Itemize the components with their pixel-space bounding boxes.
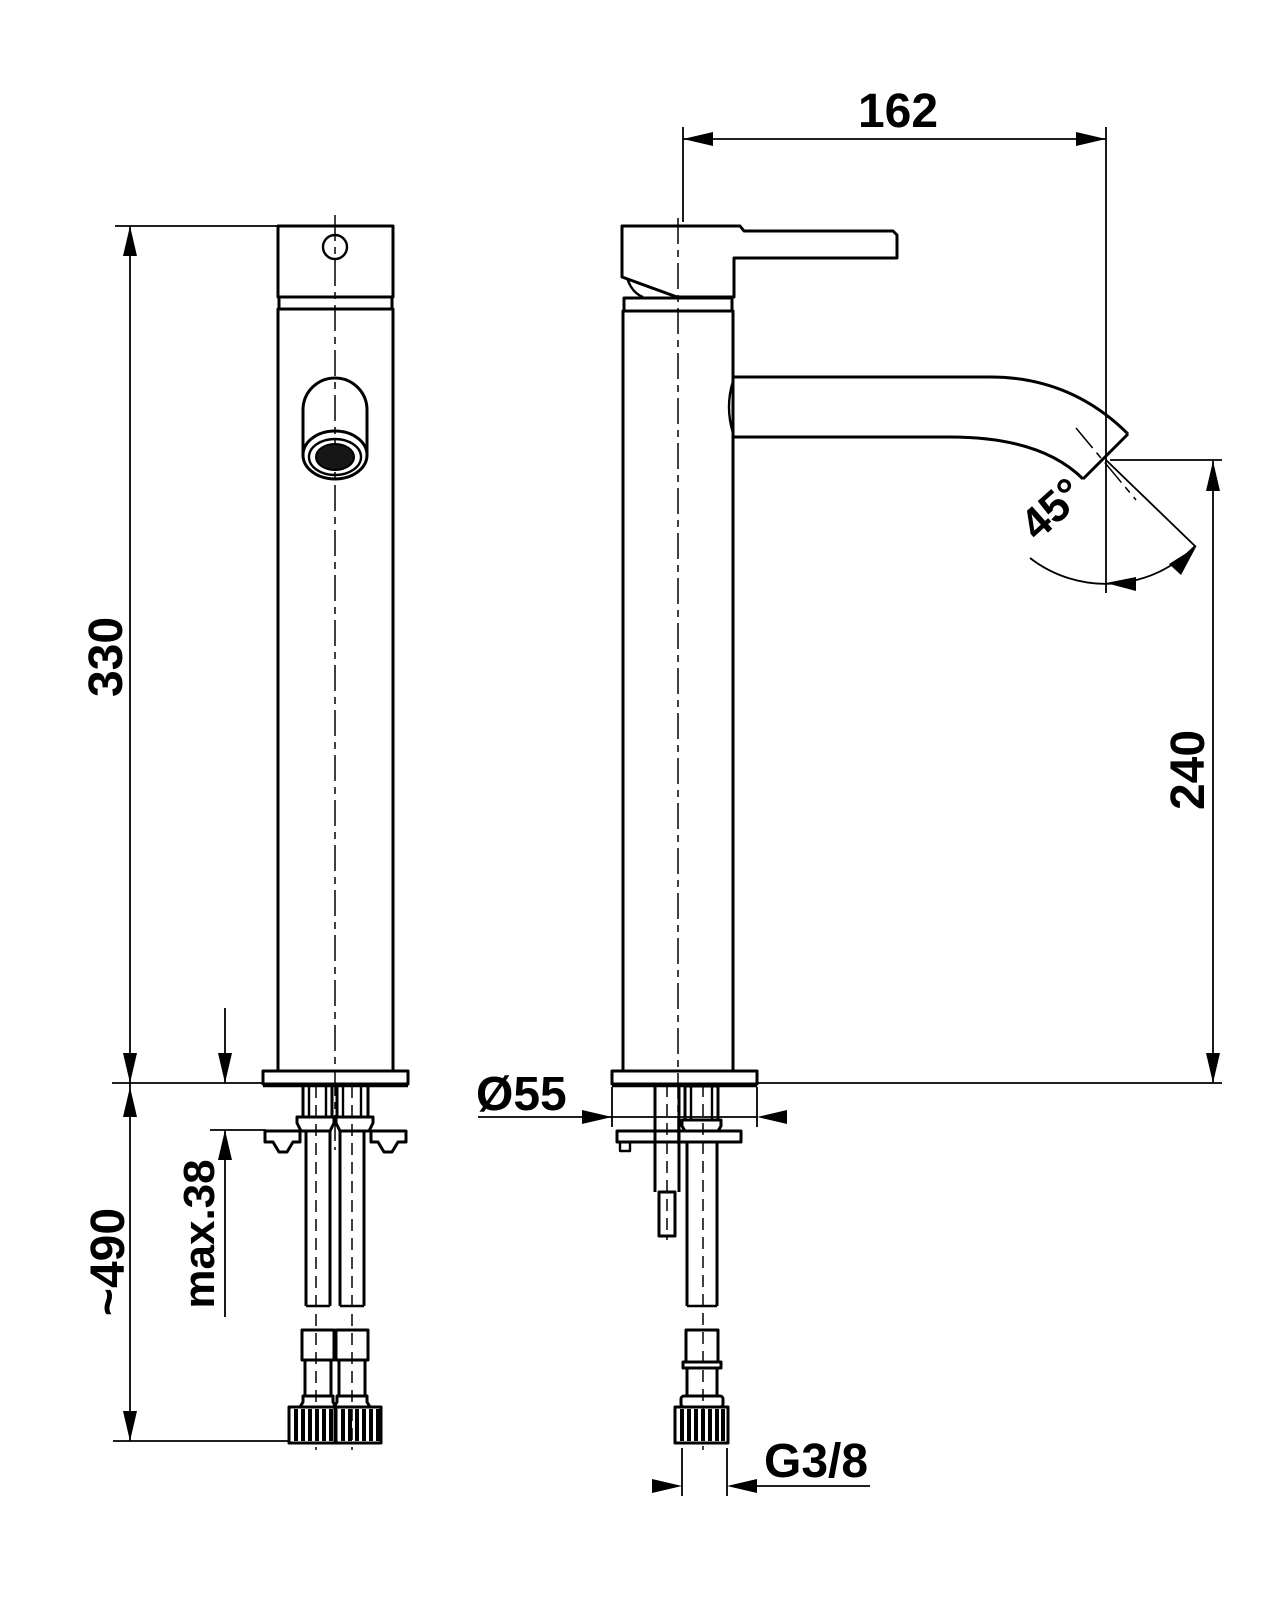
dim-label-body-height: 330 (80, 617, 133, 697)
knurled-nut-side (673, 1405, 730, 1445)
arrow-up-icon (1206, 461, 1220, 491)
base-flange-side (610, 1069, 759, 1086)
cap-screw-icon (321, 233, 349, 261)
hose-connector-side (684, 1328, 720, 1364)
arrow-left-icon (757, 1110, 787, 1124)
side-view (610, 218, 1137, 1450)
arrow-right-icon (1076, 132, 1106, 146)
left-hose-connector (300, 1328, 336, 1362)
handle-pivot-curve (625, 277, 644, 299)
spout-top-edge (733, 375, 1130, 436)
arc-arrow-icon (1169, 547, 1196, 575)
dimension-base-diameter: Ø55 (476, 1068, 787, 1127)
arrow-down-icon (1206, 1053, 1220, 1083)
arrow-up-icon (123, 226, 137, 256)
right-socket-collar (334, 1115, 375, 1133)
dim-label-outlet-height: 240 (1162, 730, 1215, 810)
dimension-spout-angle: 45° (1011, 459, 1197, 593)
handle-lever (620, 224, 899, 299)
mounting-bracket-side (615, 1129, 743, 1144)
dimension-outlet-height: 240 (757, 459, 1222, 1084)
arrow-down-icon (123, 1411, 137, 1441)
arrow-down-icon (123, 1053, 137, 1083)
socket-collar-side (680, 1118, 723, 1133)
left-hose-socket (301, 1083, 334, 1119)
arrow-down-icon (218, 1053, 232, 1083)
dim-label-connection-thread: G3/8 (764, 1435, 868, 1488)
knurling-texture (294, 1409, 380, 1441)
dim-label-spout-reach: 162 (858, 85, 938, 138)
arrow-up-icon (218, 1130, 232, 1160)
arc-arrow-icon (1106, 577, 1136, 591)
aerator-outer-ring (301, 429, 369, 481)
dimension-max-deck-thickness: max.38 (175, 1008, 266, 1317)
dim-label-spout-angle: 45° (1011, 469, 1093, 550)
right-knurled-nut (334, 1405, 383, 1445)
aerator-mid-ring (307, 437, 363, 477)
arrow-left-icon (683, 132, 713, 146)
arrow-up-icon (123, 1087, 137, 1117)
bracket-hook (618, 1142, 632, 1153)
arrow-right-icon (582, 1110, 612, 1124)
aerator-mesh (315, 443, 355, 471)
dimension-connection-thread: G3/8 (652, 1435, 870, 1496)
knurling-texture-side (680, 1409, 725, 1441)
dimension-spout-reach: 162 (682, 85, 1107, 460)
dim-label-max-deck-thickness: max.38 (175, 1159, 224, 1308)
dimension-annotations: 162 330 ~490 max.38 (80, 85, 1222, 1496)
arrow-right-icon (652, 1479, 682, 1493)
arrow-left-icon (727, 1479, 757, 1493)
mounting-bracket-left-wing (263, 1129, 302, 1154)
dimension-body-height: 330 ~490 (80, 225, 290, 1442)
dim-label-base-diameter: Ø55 (476, 1068, 567, 1121)
spout-bottom-edge (733, 435, 1085, 481)
threaded-stud (657, 1190, 677, 1238)
front-view (261, 215, 410, 1450)
aerator-housing (301, 376, 369, 455)
mounting-bracket-right-wing (369, 1129, 408, 1154)
spout-root-fillet (727, 380, 735, 434)
dim-label-hose-length: ~490 (82, 1208, 135, 1316)
